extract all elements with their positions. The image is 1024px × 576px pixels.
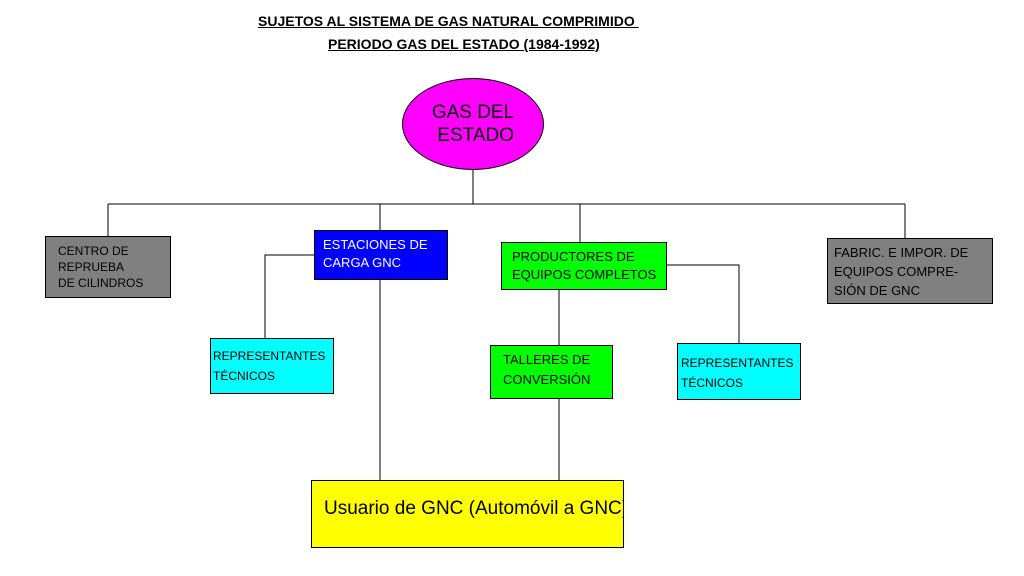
node-fabricantes-importadores-equipos: FABRIC. E IMPOR. DE EQUIPOS COMPRE- SIÓN… <box>827 238 993 304</box>
node-gas-del-estado: GAS DEL ESTADO <box>402 78 544 170</box>
node-usuario-gnc: Usuario de GNC (Automóvil a GNC) <box>311 480 624 548</box>
node-estaciones-carga-gnc: ESTACIONES DE CARGA GNC <box>314 230 448 280</box>
connector-estaciones-rep-left <box>264 254 314 338</box>
connector-productores-rep-right <box>667 264 740 343</box>
node-centro-reprueba-cilindros: CENTRO DE REPRUEBA DE CILINDROS <box>45 236 171 298</box>
node-talleres-conversion: TALLERES DE CONVERSIÓN <box>490 345 613 399</box>
diagram-title-line-1: SUJETOS AL SISTEMA DE GAS NATURAL COMPRI… <box>258 13 639 29</box>
node-representantes-tecnicos-right: REPRESENTANTES TÉCNICOS <box>677 343 801 400</box>
node-productores-equipos-completos: PRODUCTORES DE EQUIPOS COMPLETOS <box>501 242 667 290</box>
diagram-title-line-2: PERIODO GAS DEL ESTADO (1984-1992) <box>328 36 600 52</box>
node-representantes-tecnicos-left: REPRESENTANTES TÉCNICOS <box>210 338 334 394</box>
